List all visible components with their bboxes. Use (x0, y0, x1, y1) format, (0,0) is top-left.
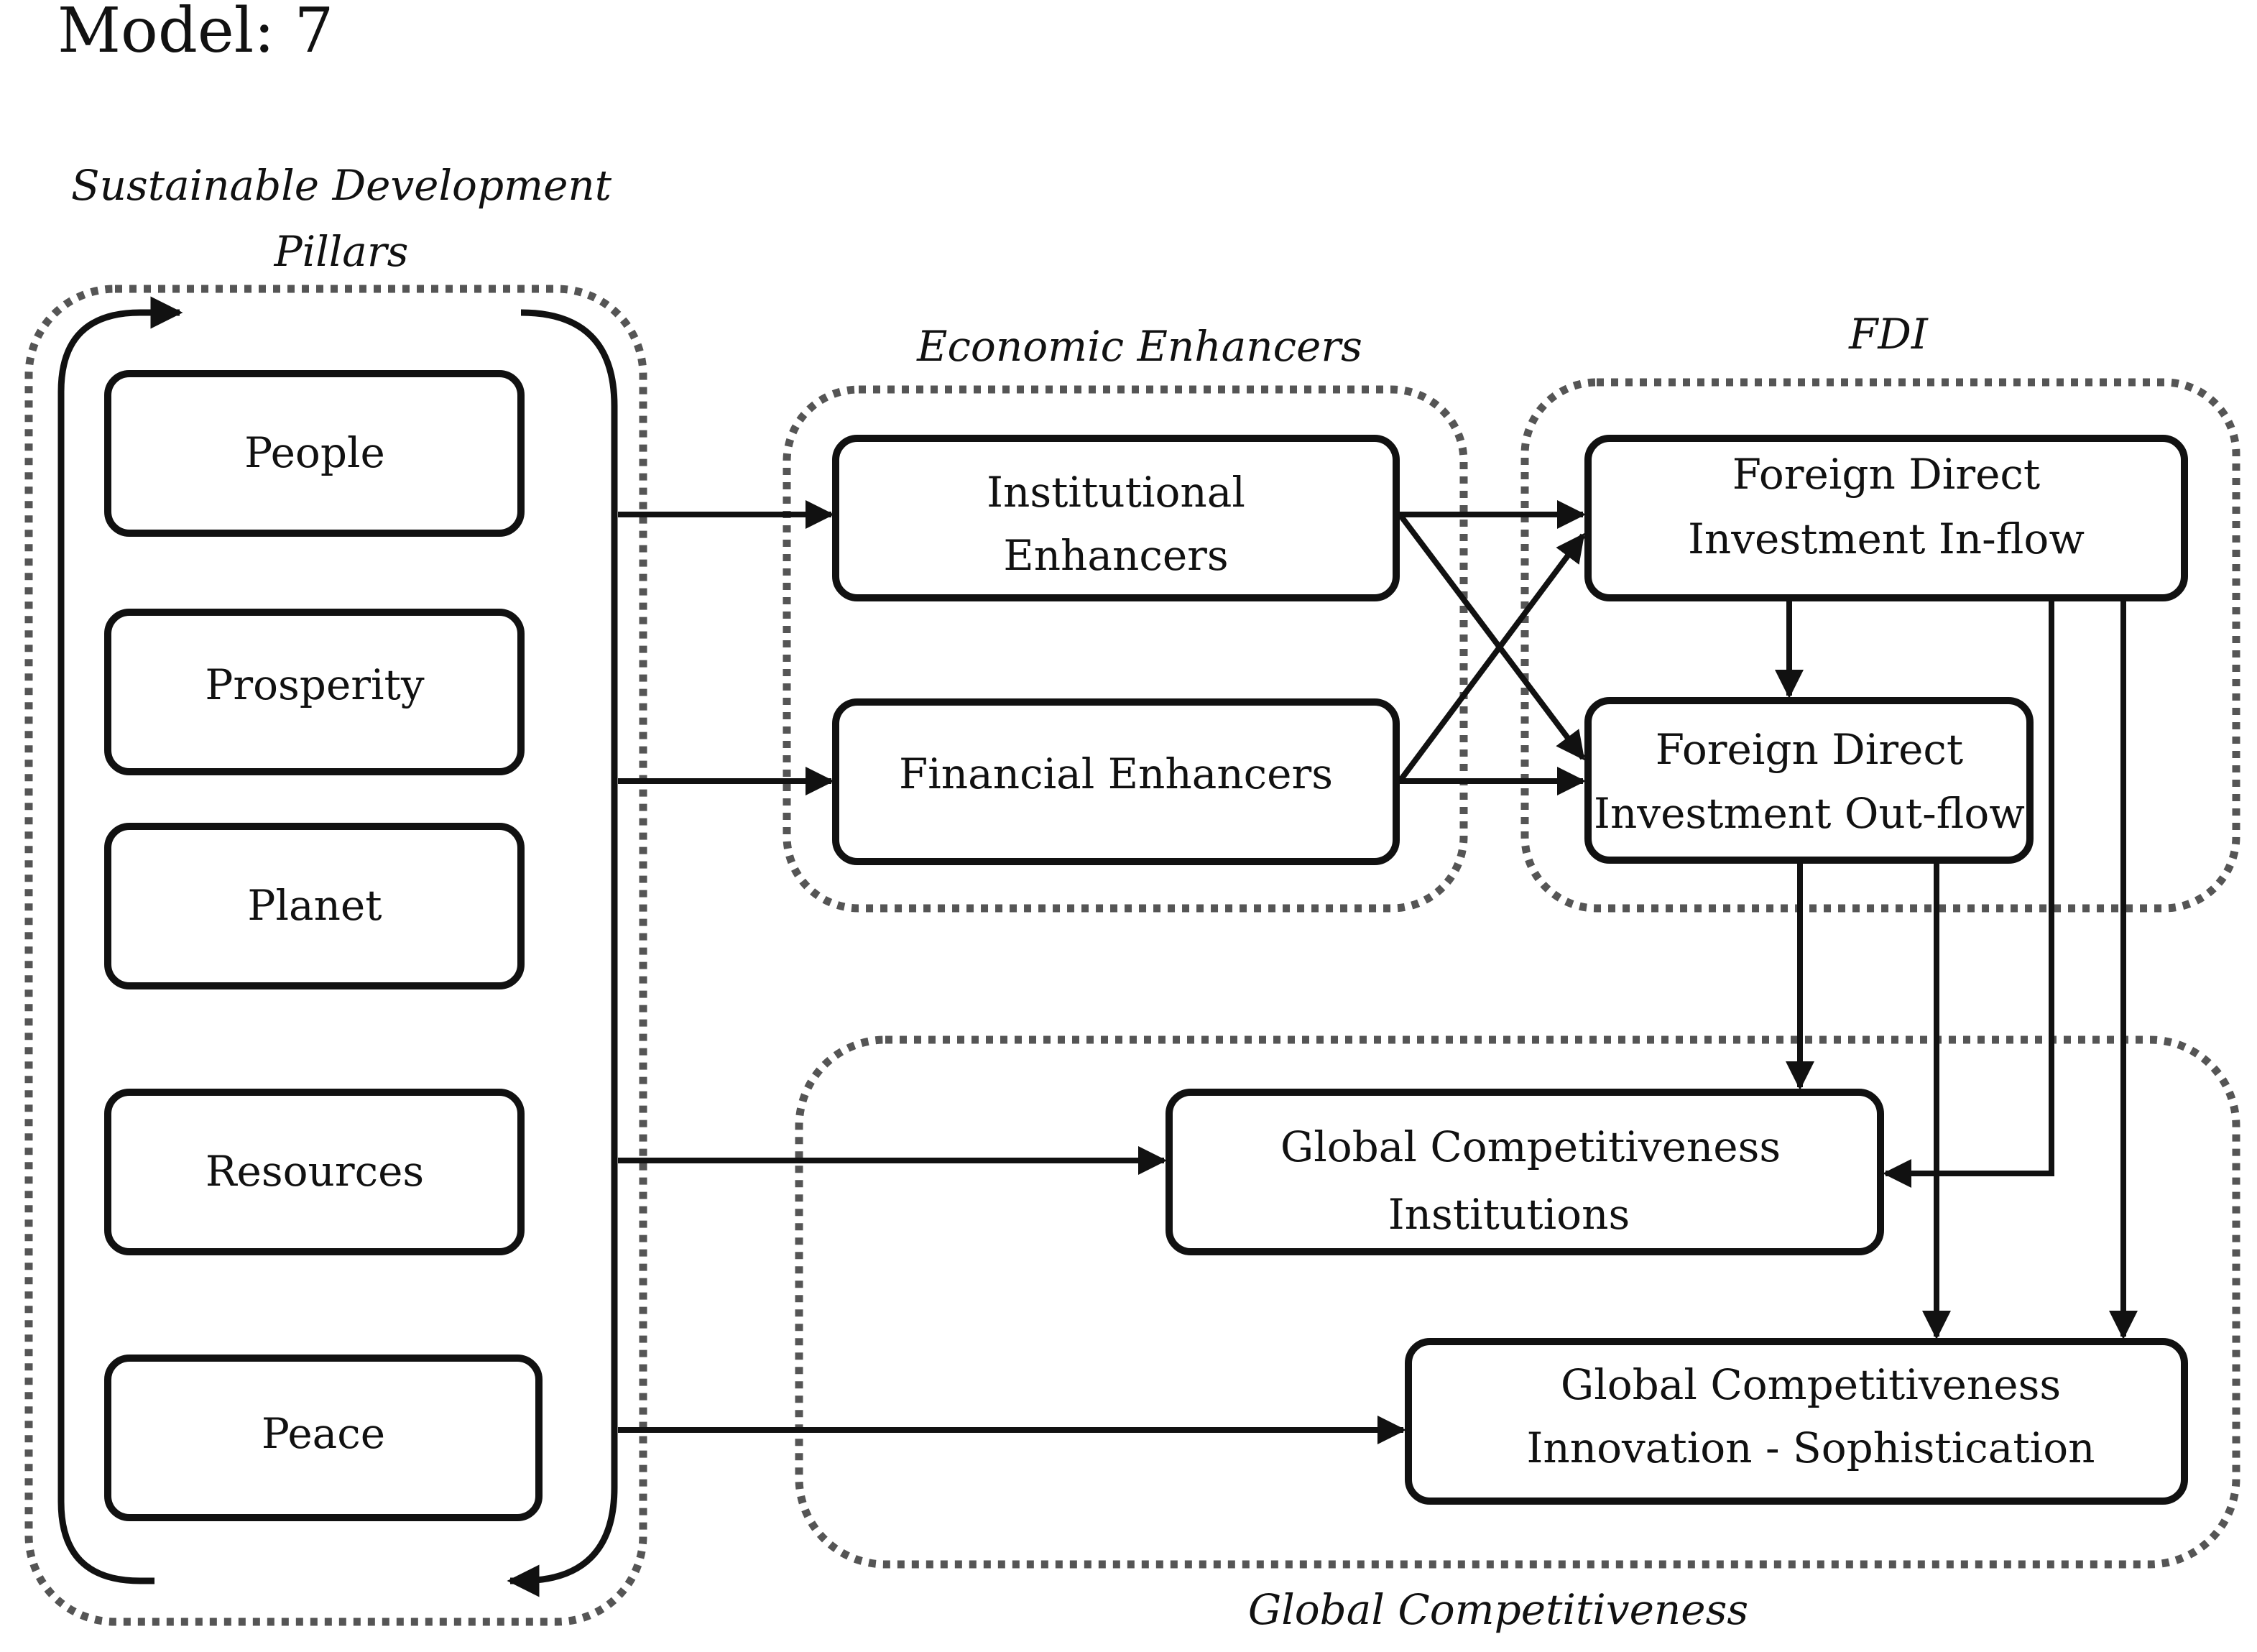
pillars-label-line2: Pillars (274, 227, 409, 276)
model-title: Model: 7 (57, 0, 333, 67)
fdi-outflow-line1: Foreign Direct (1656, 725, 1963, 774)
pillar-box-planet (104, 823, 525, 989)
gc-innovation-line2: Innovation - Sophistication (1527, 1423, 2095, 1472)
economic-enhancers-label: Economic Enhancers (916, 322, 1362, 371)
economic-enhancers-group (783, 385, 1468, 913)
fdi-label: FDI (1848, 310, 1929, 359)
fdi-inflow-line1: Foreign Direct (1732, 450, 2040, 499)
financial-enhancers-line1: Financial Enhancers (899, 749, 1333, 798)
fdi-outflow-line2: Investment Out-flow (1594, 789, 2025, 838)
pillar-label-peace: Peace (262, 1409, 385, 1458)
pillars-group (24, 285, 647, 1626)
institutional-enhancers-line1: Institutional (987, 468, 1245, 517)
pillar-box-prosperity (104, 609, 525, 775)
pillars-cycle-left-arrow (57, 296, 183, 1584)
pillar-box-resources (104, 1089, 525, 1255)
fdi-inflow-line2: Investment In-flow (1688, 514, 2085, 563)
pillar-label-resources: Resources (206, 1147, 424, 1196)
pillar-label-people: People (244, 428, 385, 477)
gc-institutions-line1: Global Competitiveness (1280, 1122, 1781, 1171)
gc-innovation-line1: Global Competitiveness (1561, 1360, 2061, 1409)
pillar-label-prosperity: Prosperity (205, 660, 424, 709)
financial-enhancers-box (832, 698, 1400, 865)
gc-institutions-box (1166, 1089, 1884, 1255)
pillar-label-planet: Planet (247, 881, 382, 930)
gc-institutions-line2: Institutions (1388, 1190, 1630, 1239)
pillars-label-line1: Sustainable Development (71, 161, 612, 210)
fdi-inflow-box (1584, 435, 2188, 601)
fdi-group (1520, 378, 2240, 913)
global-competitiveness-label: Global Competitiveness (1248, 1585, 1748, 1634)
pillar-box-peace (104, 1355, 543, 1521)
global-competitiveness-group (795, 1035, 2240, 1569)
institutional-enhancers-line2: Enhancers (1003, 531, 1228, 580)
arrow-financial-to-inflow (1397, 532, 1586, 783)
gc-innovation-box (1405, 1338, 2188, 1505)
pillars-cycle-right-arrow (507, 309, 618, 1597)
fdi-outflow-box (1584, 697, 2034, 864)
arrow-inflow-to-gc-institutions (1883, 601, 2054, 1188)
arrow-institutional-to-outflow (1397, 512, 1586, 761)
institutional-enhancers-box (832, 435, 1400, 601)
pillar-box-people (104, 370, 525, 537)
